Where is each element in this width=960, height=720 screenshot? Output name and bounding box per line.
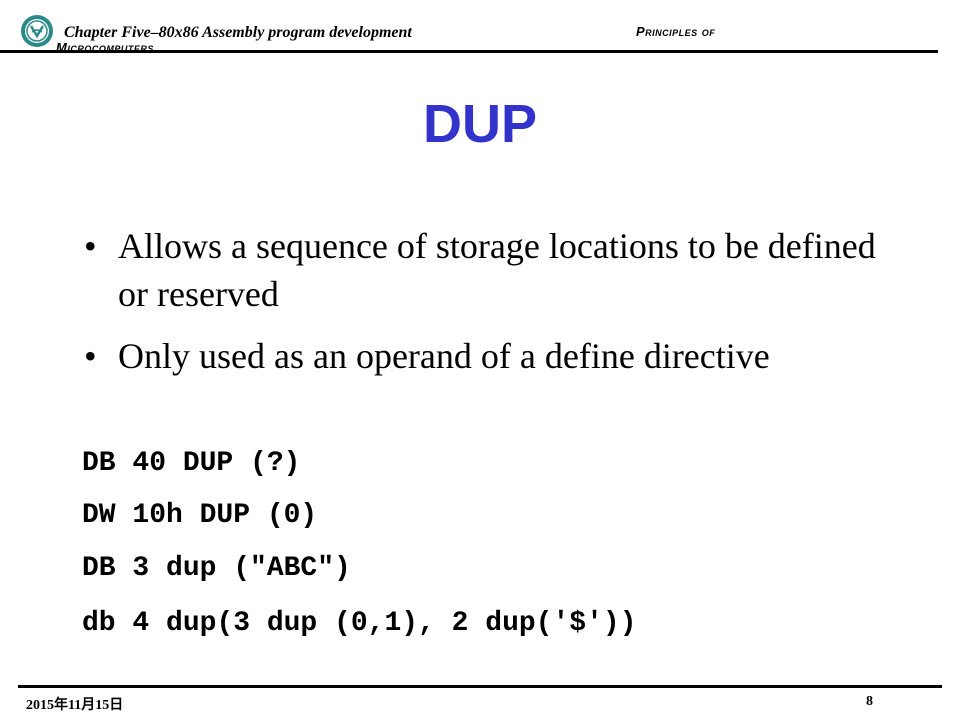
code-line: DB 3 dup ("ABC") (82, 553, 351, 584)
bullet-symbol: • (84, 336, 97, 376)
code-line: db 4 dup(3 dup (0,1), 2 dup('$')) (82, 608, 637, 639)
slide-title: DUP (422, 94, 537, 154)
code-line: DW 10h DUP (0) (82, 500, 318, 531)
bullet-text: Allows a sequence of storage locations t… (118, 226, 876, 314)
bullet-item: • Allows a sequence of storage locations… (84, 222, 884, 318)
header-divider (0, 50, 938, 53)
code-line: DB 40 DUP (?) (82, 448, 301, 479)
footer-date: 2015年11月15日 (26, 698, 124, 713)
footer-divider (18, 685, 942, 688)
page-number: 8 (866, 694, 873, 709)
bullet-symbol: • (84, 226, 97, 266)
university-seal-icon (21, 15, 53, 47)
header-course-line1: Principles of (636, 24, 716, 39)
header-chapter-title: Chapter Five–80x86 Assembly program deve… (64, 24, 412, 41)
bullet-text: Only used as an operand of a define dire… (118, 336, 770, 376)
bullet-item: • Only used as an operand of a define di… (84, 332, 884, 380)
